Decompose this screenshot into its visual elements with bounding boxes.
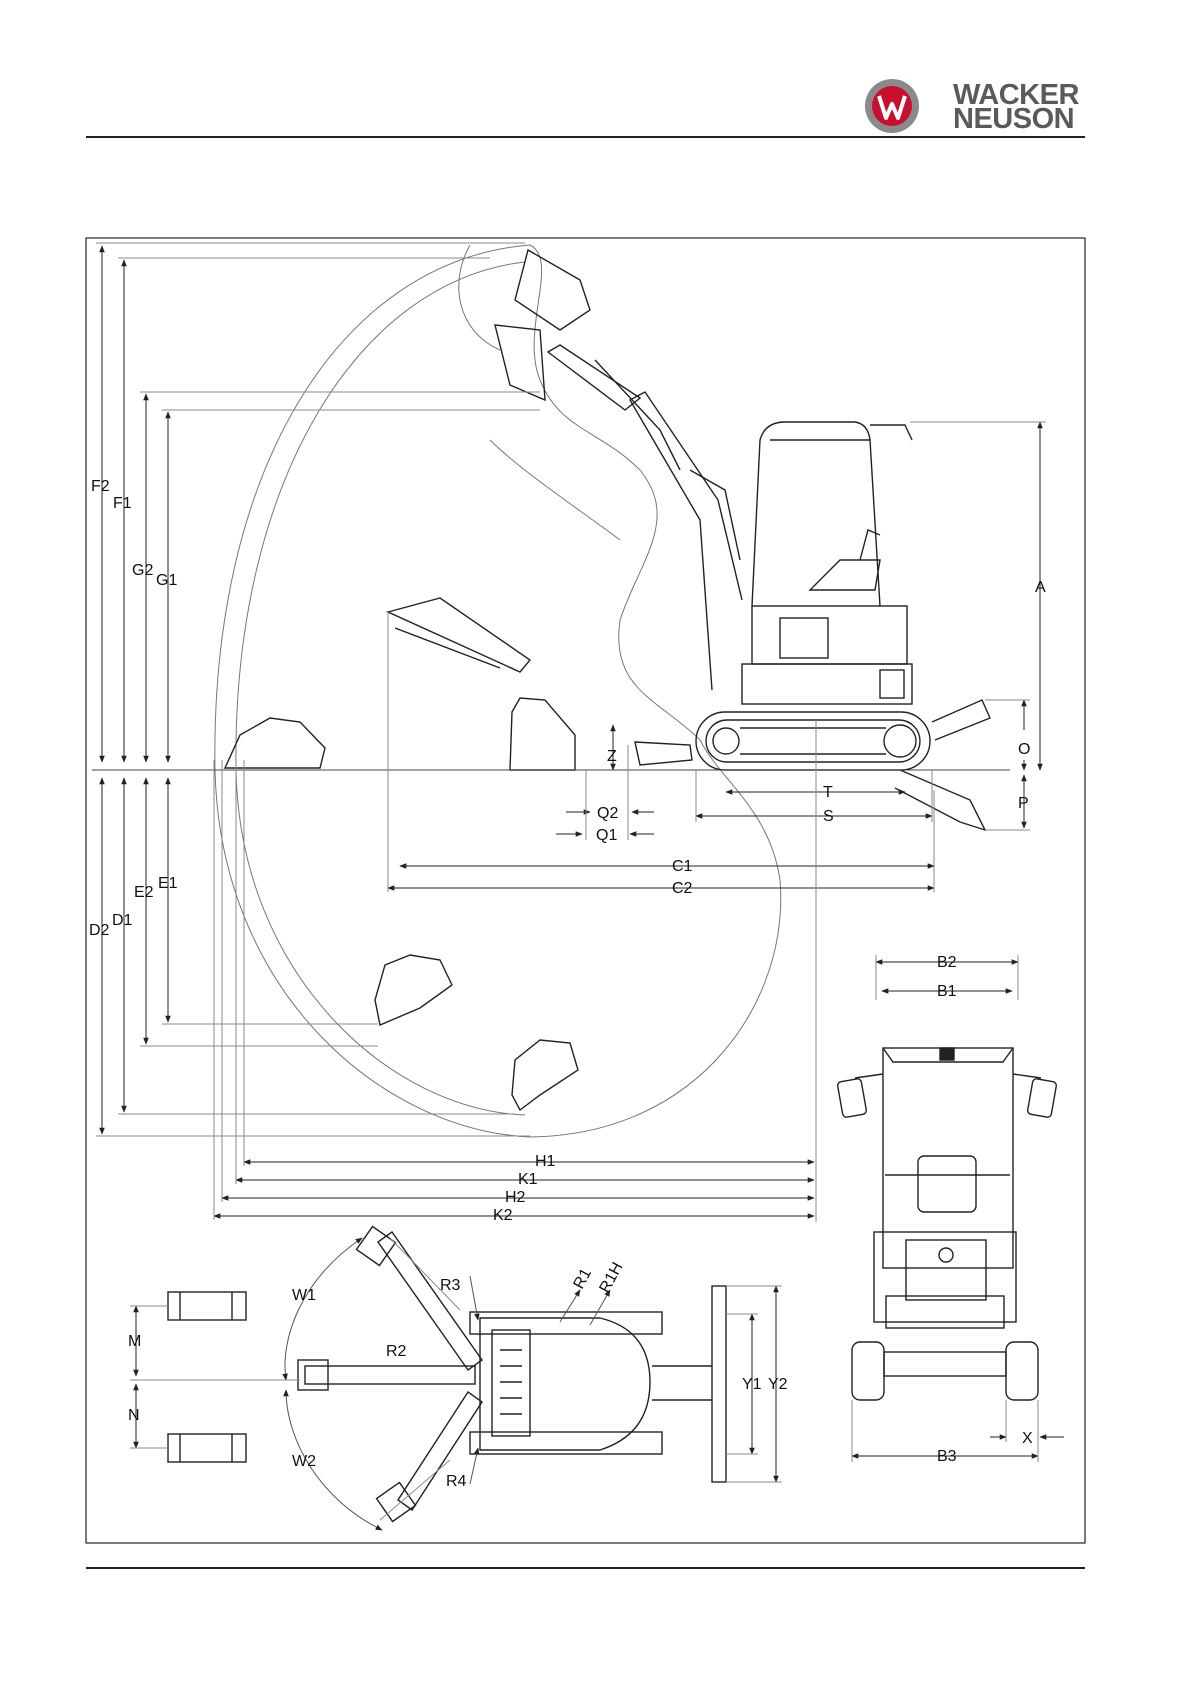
mirror-right-icon [1027,1078,1057,1118]
brand-logo: WACKER NEUSON [865,79,1079,135]
bucket-deep-2 [512,1040,578,1110]
label-Z: Z [607,748,617,765]
rear-canopy [883,1048,1013,1268]
canopy [752,422,880,606]
label-T: T [823,784,833,801]
top-dozer-blade [712,1286,726,1482]
label-W2: W2 [292,1453,316,1470]
label-D1: D1 [112,912,133,929]
bucket-deep-1 [375,955,452,1025]
bucket-far-left [225,718,325,768]
label-R4: R4 [446,1473,467,1490]
label-X: X [1022,1430,1033,1447]
excavator-rear-view [837,1048,1057,1400]
label-S: S [823,808,834,825]
label-Y1: Y1 [742,1376,762,1393]
label-R1H: R1H [597,1260,627,1296]
bucket-raised [515,250,590,330]
mirror-left-icon [837,1078,867,1118]
overall-length-dimensions [388,612,934,892]
label-R3: R3 [440,1277,461,1294]
label-R1: R1 [571,1266,596,1292]
dozer-blade-down [895,770,985,830]
label-Y2: Y2 [768,1376,788,1393]
label-W1: W1 [292,1287,316,1304]
label-K2: K2 [493,1207,513,1224]
label-B2: B2 [937,954,957,971]
rear-track-left [852,1342,884,1400]
label-C1: C1 [672,858,693,875]
label-F1: F1 [113,495,132,512]
dozer-blade-left [635,742,692,765]
track-length-dimensions [696,770,932,822]
label-D2: D2 [89,922,110,939]
rear-track-right [1006,1342,1038,1400]
bucket-ground [510,698,575,770]
label-E2: E2 [134,884,154,901]
label-B3: B3 [937,1448,957,1465]
label-Q1: Q1 [596,827,617,844]
label-G2: G2 [132,562,153,579]
label-A: A [1035,579,1046,596]
height-dimensions-right [910,422,1046,830]
arm-horizontal [388,598,530,672]
dipper-arm [548,345,640,410]
reach-dimensions [214,720,816,1222]
label-M: M [128,1333,141,1350]
brand-line2: NEUSON [953,103,1074,135]
top-boom-straight [305,1366,475,1384]
label-Q2: Q2 [597,805,618,822]
label-O: O [1018,741,1030,758]
boom [630,392,742,690]
label-C2: C2 [672,880,693,897]
label-E1: E1 [158,875,178,892]
label-F2: F2 [91,478,110,495]
label-H2: H2 [505,1189,526,1206]
label-P: P [1018,795,1029,812]
label-H1: H1 [535,1153,556,1170]
label-N: N [128,1407,140,1424]
reach-envelope [215,245,781,1137]
label-K1: K1 [518,1171,538,1188]
top-cab [480,1318,650,1450]
dozer-blade-up [932,700,990,740]
label-G1: G1 [156,572,177,589]
label-R2: R2 [386,1343,407,1360]
label-B1: B1 [937,983,957,1000]
